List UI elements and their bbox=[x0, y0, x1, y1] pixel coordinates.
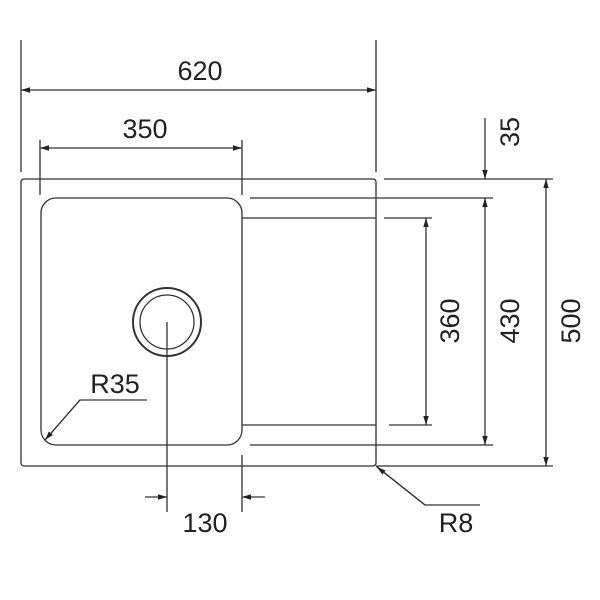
r8-leader bbox=[375, 465, 480, 506]
r35-leader bbox=[44, 399, 147, 441]
bowl-outline bbox=[40, 197, 243, 446]
sink-outline bbox=[20, 178, 377, 467]
dim-35-label: 35 bbox=[495, 117, 525, 147]
dim-350-label: 350 bbox=[122, 114, 167, 144]
dim-360-label: 360 bbox=[435, 298, 465, 343]
dim-430-label: 430 bbox=[495, 298, 525, 343]
r8-label: R8 bbox=[439, 508, 474, 538]
r35-label: R35 bbox=[90, 369, 140, 399]
dim-620-label: 620 bbox=[177, 56, 222, 86]
dim-130-label: 130 bbox=[182, 508, 227, 538]
dim-500-label: 500 bbox=[556, 298, 586, 343]
